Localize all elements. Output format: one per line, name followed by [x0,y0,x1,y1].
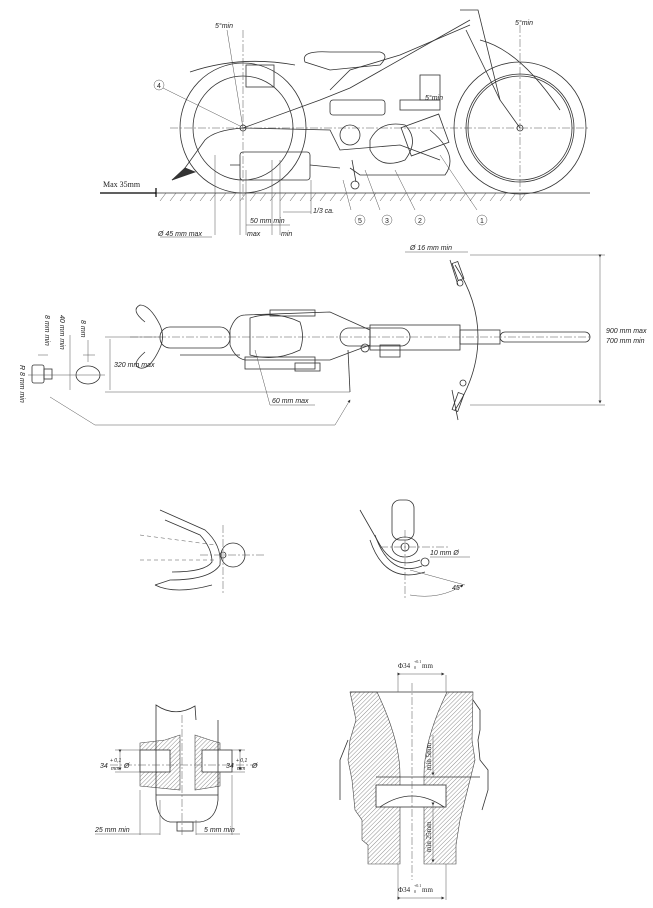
svg-text:+ 0,1: + 0,1 [110,758,121,764]
bottom-diameter-label: Φ34 +0.1 0 mm [398,883,433,894]
svg-text:+0.1: +0.1 [414,883,421,888]
dim-diameter-label: Ø 45 mm max [157,231,202,238]
detail-r8-label: R 8 mm min [18,365,25,403]
min-5mm-label: min 5mm [425,742,433,770]
dim-320-label: 320 mm max [114,362,155,369]
carburetor-detail: 34 + 0,1 mm Ø 34 + 0,1 mm Ø 25 mm min 5 … [94,704,260,835]
dim-50mm-label: 50 mm min [250,218,285,225]
svg-text:mm: mm [422,662,433,670]
svg-text:Ø: Ø [251,763,258,770]
width-min-label: 700 mm min [606,338,645,345]
svg-text:34: 34 [226,763,234,770]
dim-max-label: max [247,231,261,238]
svg-text:+0.1: +0.1 [414,659,421,664]
callout-1: 1 [476,214,488,226]
angle-front-label: 5°min [515,19,533,27]
dim-min-label: min [281,231,292,238]
svg-text:mm: mm [111,766,119,772]
detail-40min-label: 40 mm min [58,315,65,350]
svg-text:0: 0 [414,889,416,894]
footrest-detail: 8 mm min 40 mm min 8 mm R 8 mm min [18,315,105,403]
svg-text:2: 2 [418,218,422,225]
svg-text:mm: mm [422,886,433,894]
top-dimensions [49,251,605,426]
chain-guard-detail: 10 mm Ø 45° [359,499,470,600]
side-view: Max 35mm 5°min 5°min 5°min 4 5 3 2 1 50 … [100,9,590,238]
dim-60-label: 60 mm max [272,398,309,405]
svg-text:0: 0 [414,665,416,670]
width-max-label: 900 mm max [606,328,647,335]
handlebar-diameter-label: Ø 16 mm min [409,245,452,252]
svg-text:4: 4 [157,83,161,90]
svg-text:5: 5 [358,218,362,225]
callout-4: 4 [153,79,165,91]
angle-rear-label: 5°min [215,22,233,30]
mudguard-detail [139,509,265,595]
top-body [135,259,591,421]
callout-5: 5 [354,214,366,226]
svg-text:Φ34: Φ34 [398,662,411,670]
cylinder-detail: Φ34 +0.1 0 mm Φ34 +0.1 0 mm min 5mm min … [339,659,489,900]
side-dimensions [100,87,478,238]
dim-5mm-label: 5 mm min [204,827,235,834]
dim-third-label: 1/3 ca. [313,208,334,215]
hole-diameter-label: 10 mm Ø [430,550,459,557]
max-35mm-label: Max 35mm [103,180,141,189]
rear-wheel [179,29,307,200]
ground-hatch [159,192,527,202]
svg-text:Φ34: Φ34 [398,886,411,894]
callout-3: 3 [381,214,393,226]
svg-text:Ø: Ø [123,763,130,770]
frame [171,9,561,190]
dim-25mm-label: 25 mm min [94,827,130,834]
svg-text:3: 3 [385,218,389,225]
svg-text:34: 34 [100,763,108,770]
dim-34-right: 34 + 0,1 mm Ø [226,758,258,772]
dim-34-left: 34 + 0,1 mm Ø [100,758,130,772]
min-25mm-label: min 25mm [425,821,433,852]
svg-text:1: 1 [480,218,484,225]
detail-8min-label: 8 mm min [43,315,50,346]
angle-45-label: 45° [452,584,463,592]
top-diameter-label: Φ34 +0.1 0 mm [398,659,433,670]
svg-text:+ 0,1: + 0,1 [236,758,247,764]
detail-8-label: 8 mm [79,320,86,338]
angle-mid-label: 5°min [425,94,443,102]
svg-text:mm: mm [237,766,245,772]
callout-2: 2 [414,214,426,226]
front-wheel [453,25,587,200]
top-view: Ø 16 mm min 900 mm max 700 mm min 320 mm… [18,245,647,426]
